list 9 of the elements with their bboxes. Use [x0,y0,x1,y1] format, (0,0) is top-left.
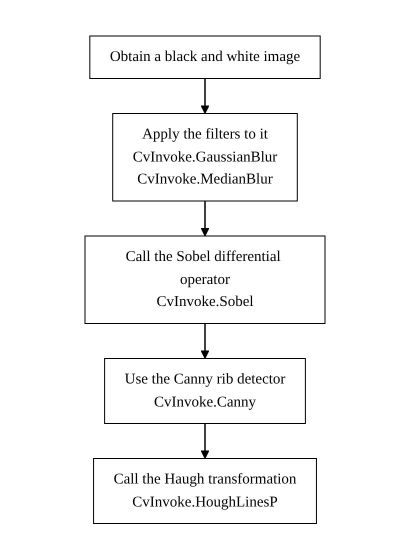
node-box: Apply the filters to it CvInvoke.GaussianBlur CvInvoke.MedianBlur [112,113,298,202]
arrow [200,78,209,114]
arrow [200,324,209,360]
node-box: Obtain a black and white image [88,36,320,80]
node-box: Use the Canny rib detector CvInvoke.Canny [104,358,306,424]
arrow [200,201,209,237]
node-box: Call the Haugh transformation CvInvoke.HoughLinesP [92,458,316,524]
node-box: Call the Sobel differential operator CvInvoke.Sobel [84,236,325,324]
arrow [200,424,209,460]
